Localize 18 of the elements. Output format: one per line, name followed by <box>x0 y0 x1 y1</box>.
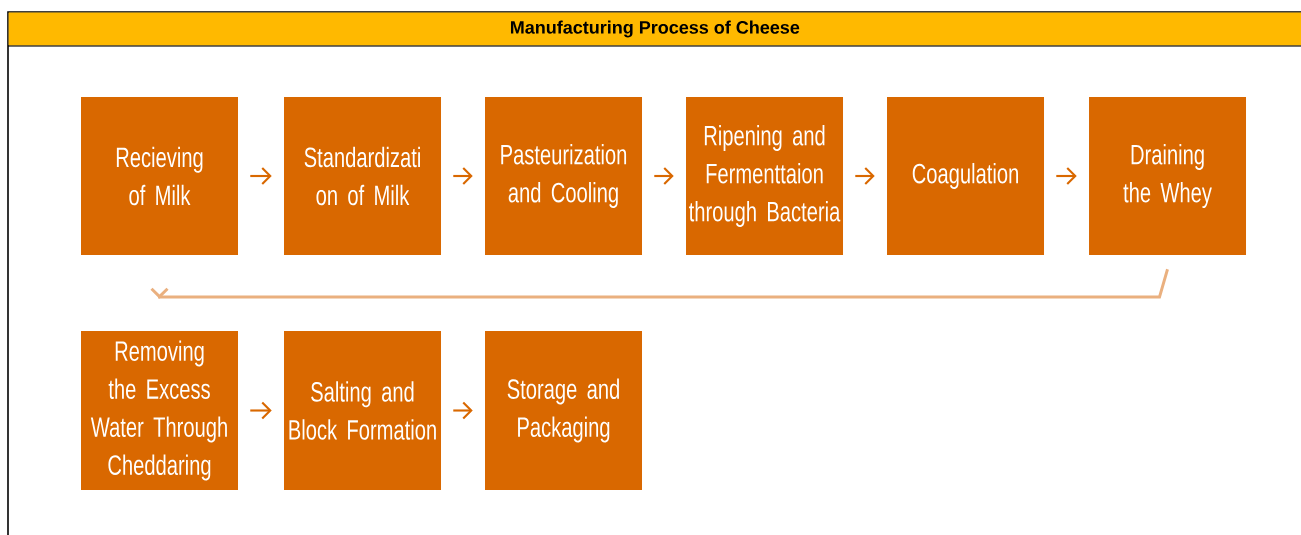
process-box: Standardizati on of Milk <box>284 97 441 255</box>
arrow <box>250 401 272 420</box>
process-box: Recieving of Milk <box>81 97 238 255</box>
arrow <box>250 167 272 185</box>
process-box: Coagulation <box>887 97 1044 255</box>
process-box: Storage and Packaging <box>485 331 642 490</box>
process-box: Ripening and Fermenttaion through Bacteria <box>686 97 843 255</box>
arrow <box>453 167 473 185</box>
process-box: Salting and Block Formation <box>284 331 441 490</box>
arrow <box>654 167 674 185</box>
process-box: Draining the Whey <box>1089 97 1246 255</box>
arrow <box>1056 167 1077 185</box>
process-box: Pasteurization and Cooling <box>485 97 642 255</box>
connector-arrow <box>150 268 1169 299</box>
arrow <box>453 401 473 420</box>
process-box: Removing the Excess Water Through Cheddaring <box>81 331 238 490</box>
title-bar: Manufacturing Process of Cheese <box>8 12 1301 46</box>
arrow <box>855 167 875 185</box>
